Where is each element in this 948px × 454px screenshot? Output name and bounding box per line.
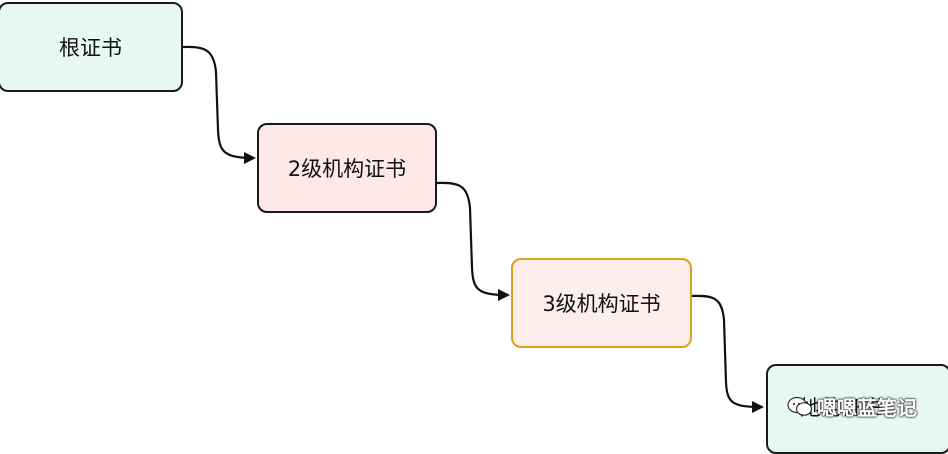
watermark-text: 嗯嗯蓝笔记: [817, 396, 917, 420]
root-certificate-node: 根证书: [0, 2, 183, 92]
chat-bubble-icon: [787, 396, 813, 416]
level3-certificate-label: 3级机构证书: [542, 292, 661, 316]
arrow-level2-to-level3: [436, 181, 510, 301]
level3-certificate-node: 3级机构证书: [511, 258, 692, 348]
watermark: 嗯嗯蓝笔记: [787, 392, 917, 421]
level2-certificate-label: 2级机构证书: [287, 157, 407, 181]
leaf-certificate-label: 她的证书: [800, 396, 884, 420]
root-certificate-label: 根证书: [59, 36, 122, 60]
arrow-level3-to-leaf: [691, 294, 764, 413]
level2-certificate-node: 2级机构证书: [257, 123, 437, 213]
arrow-root-to-level2: [182, 45, 256, 164]
